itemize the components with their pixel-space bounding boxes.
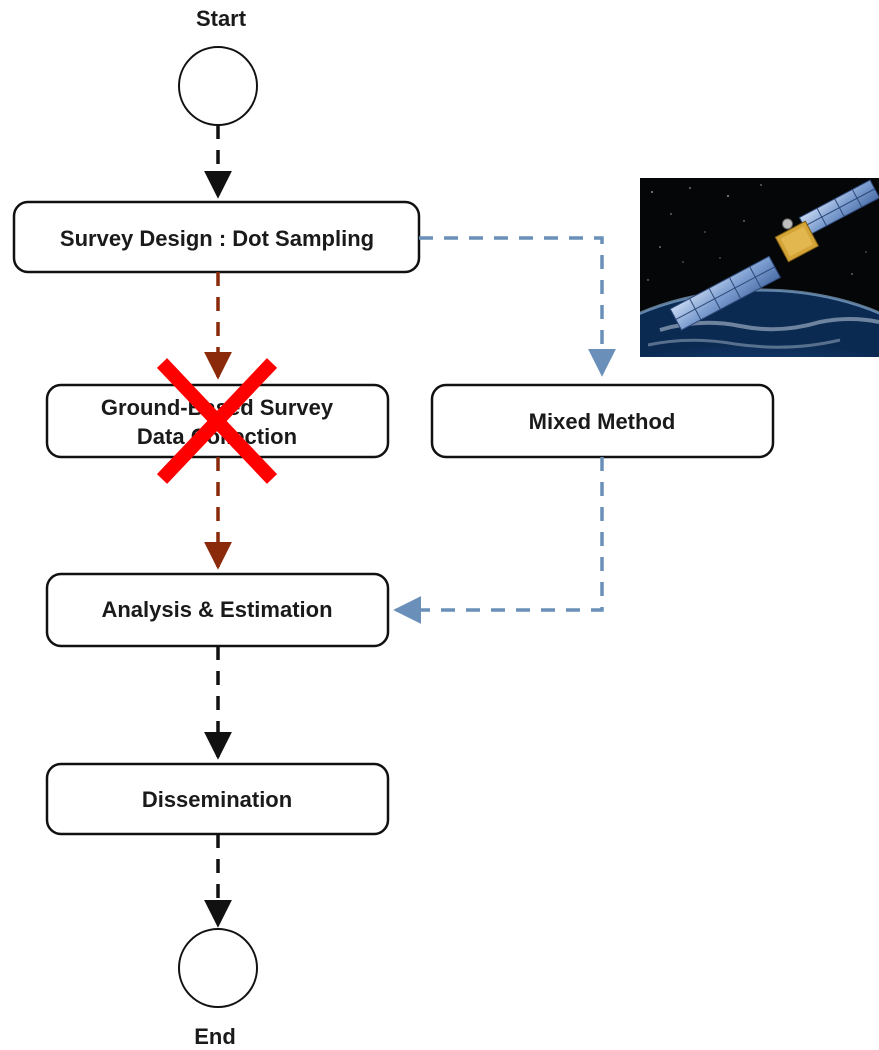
cross-mark-icon <box>156 358 278 484</box>
start-node <box>178 46 258 126</box>
mixed-method-label: Mixed Method <box>529 409 676 434</box>
start-label: Start <box>196 6 247 31</box>
satellite-photo <box>640 178 879 357</box>
end-node <box>178 928 258 1008</box>
analysis-label: Analysis & Estimation <box>101 597 332 622</box>
edge-mixed-method-to-analysis <box>393 457 604 624</box>
end-label: End <box>194 1024 236 1049</box>
dissemination-label: Dissemination <box>142 787 292 812</box>
edge-survey-design-to-mixed-method <box>419 236 616 377</box>
survey-design-label: Survey Design : Dot Sampling <box>60 226 374 251</box>
